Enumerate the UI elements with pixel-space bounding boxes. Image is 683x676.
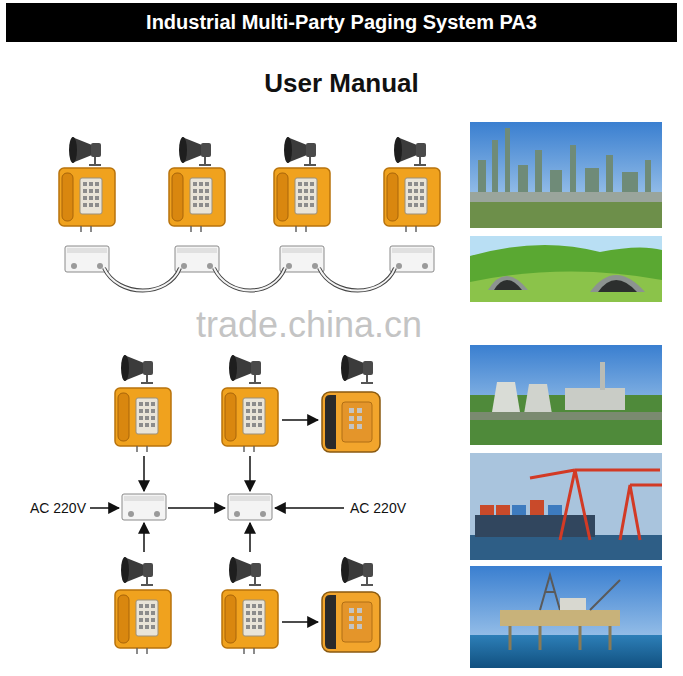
illustration-part xyxy=(322,592,380,652)
illustration-part xyxy=(214,268,285,291)
illustration-part xyxy=(274,168,330,232)
illustration-part xyxy=(475,515,595,537)
illustration-part xyxy=(470,566,662,668)
illustration-part xyxy=(524,384,552,414)
illustration-part xyxy=(121,557,153,585)
illustration-part xyxy=(249,456,251,491)
illustration-part xyxy=(590,580,620,610)
top-chain xyxy=(59,137,440,291)
illustration-part xyxy=(168,507,225,509)
illustration-part xyxy=(90,507,119,509)
refinery-photo xyxy=(470,122,662,228)
illustration-part xyxy=(548,505,562,515)
illustration-part xyxy=(115,388,171,452)
illustration-part xyxy=(565,388,625,410)
illustration-part xyxy=(470,345,662,445)
illustration-part xyxy=(280,246,324,272)
illustration-part xyxy=(104,268,180,291)
illustration-part xyxy=(470,635,662,668)
illustration-part xyxy=(500,610,620,626)
illustration-part xyxy=(560,598,586,610)
illustration-part xyxy=(59,168,115,232)
illustration-part xyxy=(492,382,520,412)
illustration-part xyxy=(222,590,278,654)
illustration-part xyxy=(598,280,637,292)
watermark: trade.china.cn xyxy=(196,305,422,345)
illustration-part xyxy=(122,494,166,520)
illustration-part xyxy=(229,355,261,383)
tunnel-photo xyxy=(470,236,662,302)
illustration-part xyxy=(249,523,251,552)
illustration-part xyxy=(169,168,225,232)
illustration-part xyxy=(540,575,620,610)
illustration-part xyxy=(510,626,610,650)
illustration-part xyxy=(496,505,510,515)
illustration-part xyxy=(470,192,662,202)
illustration-part xyxy=(470,200,662,228)
illustration-part xyxy=(480,500,544,515)
illustration-part xyxy=(143,456,145,491)
illustration-part xyxy=(540,575,560,610)
power-label: AC 220V xyxy=(30,500,86,516)
illustration-part xyxy=(341,355,373,383)
illustration-part xyxy=(494,280,522,290)
illustration-part xyxy=(179,137,211,165)
illustration-part xyxy=(512,505,526,515)
illustration-part xyxy=(470,535,662,560)
illustration-part xyxy=(282,419,318,421)
illustration-part xyxy=(510,626,610,650)
title-bar xyxy=(6,3,677,42)
illustration-part xyxy=(384,168,440,232)
illustration-part xyxy=(65,246,109,272)
illustration-part xyxy=(530,500,544,515)
illustration-part xyxy=(390,246,434,272)
illustration-part xyxy=(620,485,662,540)
illustration-part xyxy=(600,362,605,390)
illustration-part xyxy=(470,245,662,302)
illustration-part xyxy=(229,557,261,585)
illustration-part xyxy=(284,137,316,165)
subtitle: User Manual xyxy=(0,66,683,100)
illustration-part xyxy=(282,621,318,623)
illustration-part xyxy=(69,137,101,165)
illustration-part xyxy=(322,392,380,452)
cable-core xyxy=(104,268,395,291)
illustration-part xyxy=(512,505,562,515)
power-label: AC 220V xyxy=(350,500,406,516)
illustration-part xyxy=(590,275,645,292)
illustration-part xyxy=(175,246,219,272)
title-text: Industrial Multi-Party Paging System PA3 xyxy=(6,3,677,42)
illustration-part xyxy=(488,276,528,290)
illustration-part xyxy=(341,557,373,585)
illustration-part xyxy=(500,610,620,626)
illustration-part xyxy=(222,388,278,452)
illustration-part xyxy=(470,122,662,228)
illustration-part xyxy=(104,268,180,291)
illustration-part xyxy=(470,236,662,302)
illustration-part xyxy=(228,494,272,520)
illustration-part xyxy=(394,137,426,165)
illustration-part xyxy=(470,271,662,302)
illustration-part xyxy=(214,268,285,291)
power-plant-photo xyxy=(470,345,662,445)
illustration-part xyxy=(143,523,145,552)
illustration-part xyxy=(319,268,395,291)
arrow xyxy=(90,420,344,622)
illustration-part xyxy=(121,355,153,383)
illustration-part xyxy=(478,128,651,202)
illustration-part xyxy=(275,507,344,509)
illustration-part xyxy=(470,453,662,560)
illustration-part xyxy=(530,470,662,540)
illustration-part xyxy=(319,268,395,291)
bottom-network xyxy=(90,355,380,654)
port-photo xyxy=(470,453,662,560)
illustration-part xyxy=(505,128,510,202)
illustration-part xyxy=(480,505,494,515)
oil-rig-photo xyxy=(470,566,662,668)
cable xyxy=(104,268,395,291)
illustration-part xyxy=(470,412,662,420)
illustration-part xyxy=(115,590,171,654)
illustration-part xyxy=(530,470,660,540)
